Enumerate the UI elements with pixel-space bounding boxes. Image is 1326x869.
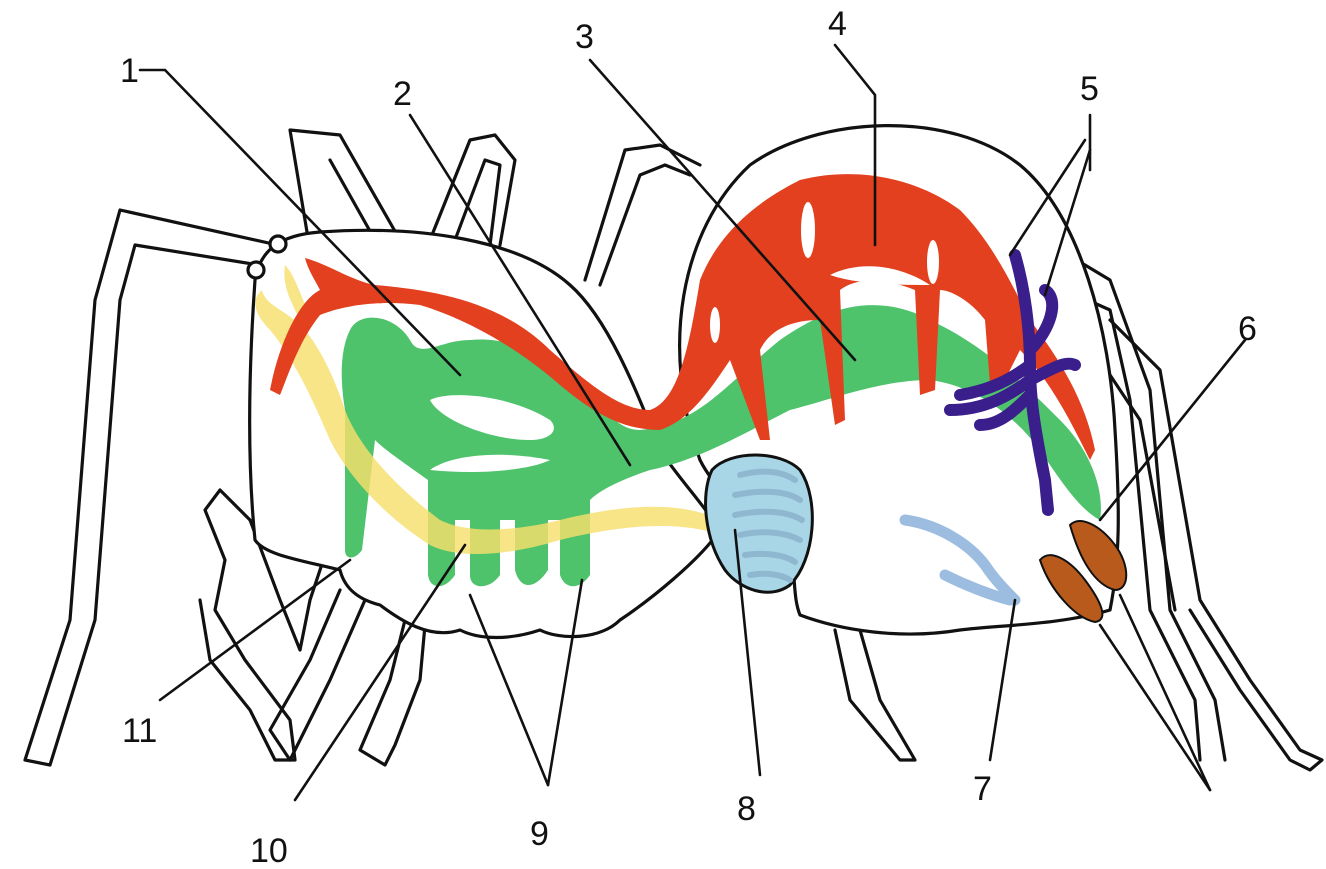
callout-label-11: 11 [122,712,157,750]
callout-label-5: 5 [1080,70,1099,108]
leg-bottom-1 [270,590,365,760]
callout-label-7: 7 [973,770,992,808]
callout-label-2: 2 [393,75,412,113]
heart-hole-3 [710,307,720,343]
leg-top-1-inner [455,160,500,245]
callout-label-10: 10 [250,832,288,869]
callout-label-4: 4 [828,5,847,43]
heart-hole-1 [801,202,815,258]
leg-front-left-upper-b [330,160,375,240]
eye-lower [248,262,264,278]
callout-label-9: 9 [530,815,549,853]
leader-spinnerets-a [1120,595,1210,790]
leader-spinnerets-b [1100,625,1210,790]
callout-label-3: 3 [575,18,594,56]
callout-label-8: 8 [737,790,756,828]
heart-hole-2 [927,240,939,284]
leg-bottom-3 [835,630,915,760]
eye-upper [270,236,286,252]
leg-bottom-2 [360,620,425,765]
callout-label-1: 1 [120,52,139,90]
callout-label-6: 6 [1238,310,1257,348]
